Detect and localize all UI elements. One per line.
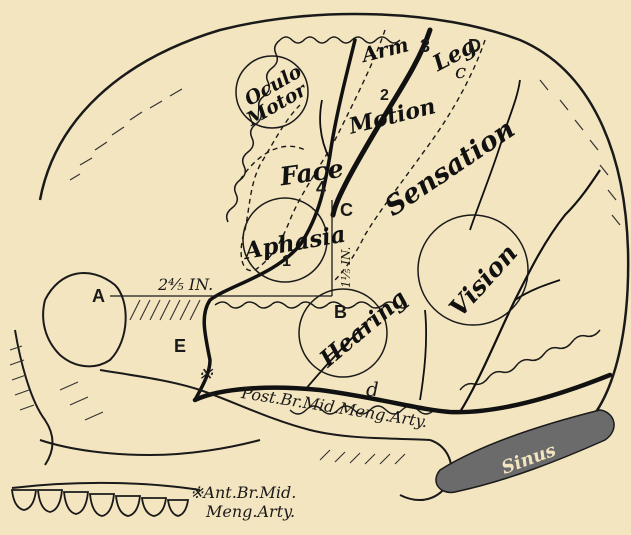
point-b-label: B [334,302,347,322]
number-4-label: 4 [316,178,326,198]
point-c-upper-label: C [340,200,353,220]
anterior-branch-label-2: Meng.Arty. [205,502,295,521]
asterisk-marker: ※ [198,364,214,385]
point-d-lower-label: d [366,377,379,401]
number-2-label: 2 [380,87,389,104]
point-c-lower-label: c [455,59,466,83]
vertical-measurement: 1¹⁄₅ IN. [339,247,353,288]
point-a-label: A [92,286,105,306]
horizontal-measurement: 2⁴⁄₅ IN. [157,275,213,294]
number-1-label: 1 [282,253,291,270]
point-e-label: E [174,336,186,356]
anterior-branch-label-1: ※Ant.Br.Mid. [190,483,296,502]
number-3-label: 3 [420,36,430,56]
point-d-upper-label: D [468,36,481,56]
